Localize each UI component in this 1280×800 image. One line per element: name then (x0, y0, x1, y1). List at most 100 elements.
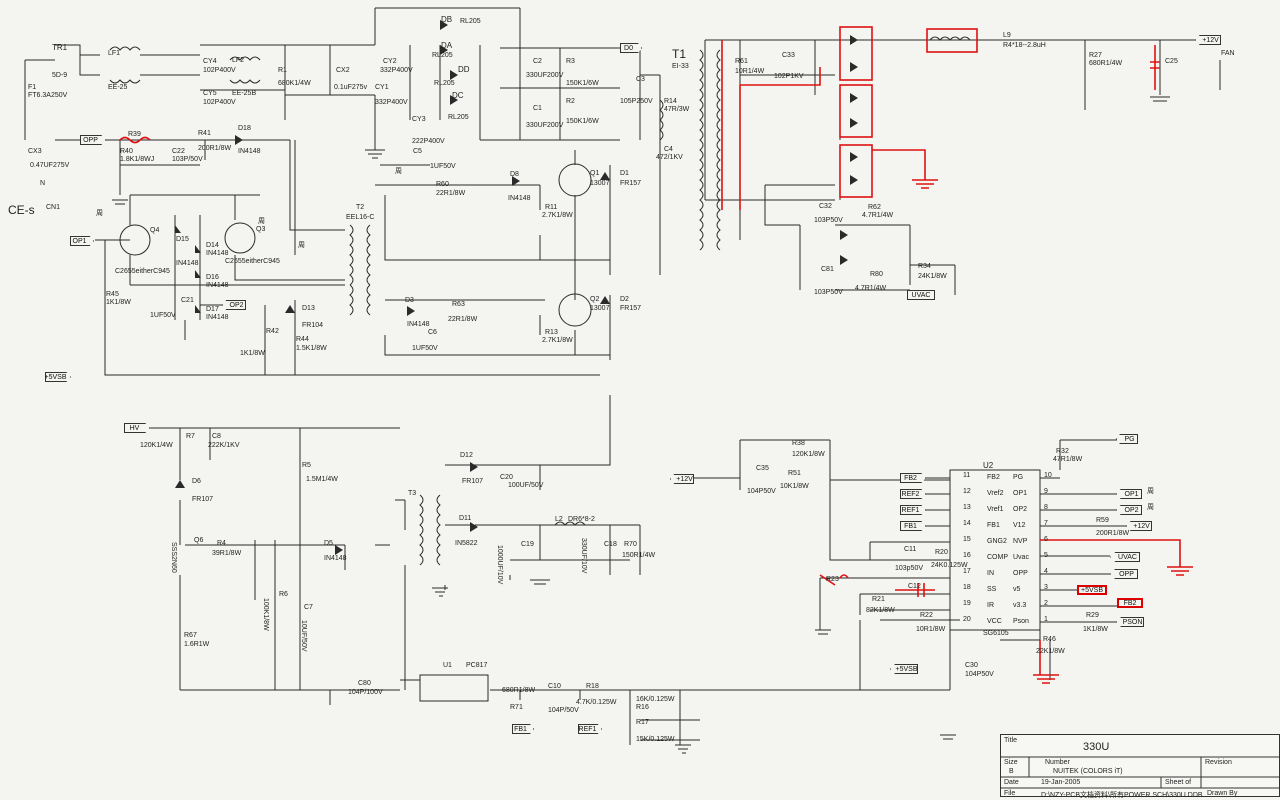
number-label: Number (1045, 759, 1070, 766)
transistor-symbols (119, 163, 592, 327)
label-r11-value: 2.7K1/8W (542, 212, 573, 219)
u2-pin-name: Pson (1013, 618, 1029, 625)
label-c20: C20 (500, 474, 513, 481)
label-r3: R3 (566, 58, 575, 65)
label-l9-value: R4*18--2.8uH (1003, 42, 1046, 49)
label-cy5-value: 102P400V (203, 99, 236, 106)
label-r4-value: 39R1/8W (212, 550, 242, 557)
label-r20-value: 24K0.125W (931, 562, 968, 569)
label-q4-value: C2655eitherC945 (115, 268, 170, 275)
revision-label: Revision (1205, 759, 1232, 766)
label-r40: R40 (120, 148, 133, 155)
u2-pin-number: 20 (963, 616, 971, 623)
label-r51-value: 10K1/8W (780, 483, 809, 490)
label-q4: Q4 (150, 227, 160, 234)
wires (24, 7, 1221, 745)
label-c81: C81 (821, 266, 834, 273)
label-u1: U1 (443, 662, 452, 669)
port-fb1-bottom: FB1 (512, 724, 534, 734)
label-d11-value: IN5822 (455, 540, 478, 547)
label-r5-value: 1.5M1/4W (306, 476, 338, 483)
label-r46: R46 (1043, 636, 1056, 643)
label-c30-value: 104P50V (965, 671, 994, 678)
label-rl205-a: RL205 (460, 18, 481, 25)
label-d18: D18 (238, 125, 251, 132)
label-r16: R16 (636, 704, 649, 711)
u2-pin-name: Uvac (1013, 554, 1029, 561)
label-c2-value: 330UF200V (526, 72, 564, 79)
port-op1-left: OP1 (70, 236, 94, 246)
label-d1: D1 (620, 170, 629, 177)
label-c81-value: 103P50V (814, 289, 843, 296)
u2-pin-number: 17 (963, 568, 971, 575)
u2-pin-number: 10 (1044, 472, 1052, 479)
u2-pin-name: IN (987, 570, 994, 577)
label-cy1-value: 332P400V (375, 99, 408, 106)
label-cy3-value: 222P400V (412, 138, 445, 145)
label-db: DB (441, 15, 453, 24)
title-block: Title 330U Size B Number NUITEK (COLORS … (1000, 734, 1280, 799)
port-pg: PG (1116, 434, 1138, 444)
u2-pin-name: V12 (1013, 522, 1026, 529)
label-c21: C21 (181, 297, 194, 304)
label-cx2: CX2 (336, 67, 350, 74)
port-ref1: REF1 (900, 505, 926, 515)
label-c2: C2 (533, 58, 542, 65)
label-cn1: CN1 (46, 204, 61, 211)
u2-pin-number: 18 (963, 584, 971, 591)
u2-pin-name: IR (987, 602, 994, 609)
u2-pin-number: 9 (1044, 488, 1048, 495)
label-u1-value: PC817 (466, 662, 488, 669)
label-d8: D8 (510, 171, 519, 178)
label-cx3: CX3 (28, 148, 42, 155)
label-r18: R18 (586, 683, 599, 690)
label-r5: R5 (302, 462, 311, 469)
u2-pin-name: FB2 (987, 474, 1000, 481)
handwritten-mark-6: 周 (1147, 504, 1154, 511)
label-r60: R60 (436, 181, 449, 188)
date-value: 19-Jan-2005 (1041, 779, 1081, 786)
transformer-coils (109, 36, 971, 566)
label-r38: R38 (792, 440, 805, 447)
port-uvac-secondary: UVAC (907, 290, 935, 300)
label-d3-value: IN4148 (407, 321, 430, 328)
port-plus12v-right: +12V (1126, 521, 1152, 531)
size-value: B (1009, 768, 1014, 775)
label-r63: R63 (452, 301, 465, 308)
label-r70: R70 (624, 541, 637, 548)
label-c80-value: 104P/100V (348, 689, 383, 696)
label-q1: Q1 (590, 170, 600, 177)
label-c8: C8 (212, 433, 221, 440)
port-fb2-right: FB2 (1117, 598, 1143, 608)
u2-pin-number: 1 (1044, 616, 1048, 623)
label-d12-value: FR107 (462, 478, 484, 485)
label-c18: C18 (604, 541, 617, 548)
label-d6: D6 (192, 478, 201, 485)
drawn-label: Drawn By (1207, 790, 1238, 797)
port-op1-right: OP1 (1116, 489, 1142, 499)
label-r32: R32 (1056, 448, 1069, 455)
label-r18-value: 4.7K/0.125W (576, 699, 617, 706)
label-r13: R13 (545, 329, 558, 336)
label-r14: R14 (664, 98, 677, 105)
label-r61: R61 (735, 58, 748, 65)
label-r44: R44 (296, 336, 309, 343)
label-r40-value: 1.8K1/8WJ (120, 156, 155, 163)
label-r63-value: 22R1/8W (448, 316, 478, 323)
handwritten-mark-5: 周 (1147, 488, 1154, 495)
label-f1: F1 (28, 84, 37, 91)
u2-pin-name: COMP (987, 554, 1008, 561)
port-op2-right: OP2 (1116, 505, 1142, 515)
u2-pin-name: v3.3 (1013, 602, 1027, 609)
label-d5: D5 (324, 540, 333, 547)
label-r71: R71 (510, 704, 523, 711)
label-d6-value: FR107 (192, 496, 214, 503)
u2-pin-name: VCC (987, 618, 1002, 625)
label-d11: D11 (459, 515, 472, 522)
label-c11-value: 103p50V (895, 565, 924, 572)
label-r62-value: 4.7R1/4W (862, 212, 894, 219)
label-l9: L9 (1003, 32, 1011, 39)
label-r27: R27 (1089, 52, 1102, 59)
u2-pin-number: 7 (1044, 520, 1048, 527)
u2-pin-name: OPP (1013, 570, 1028, 577)
